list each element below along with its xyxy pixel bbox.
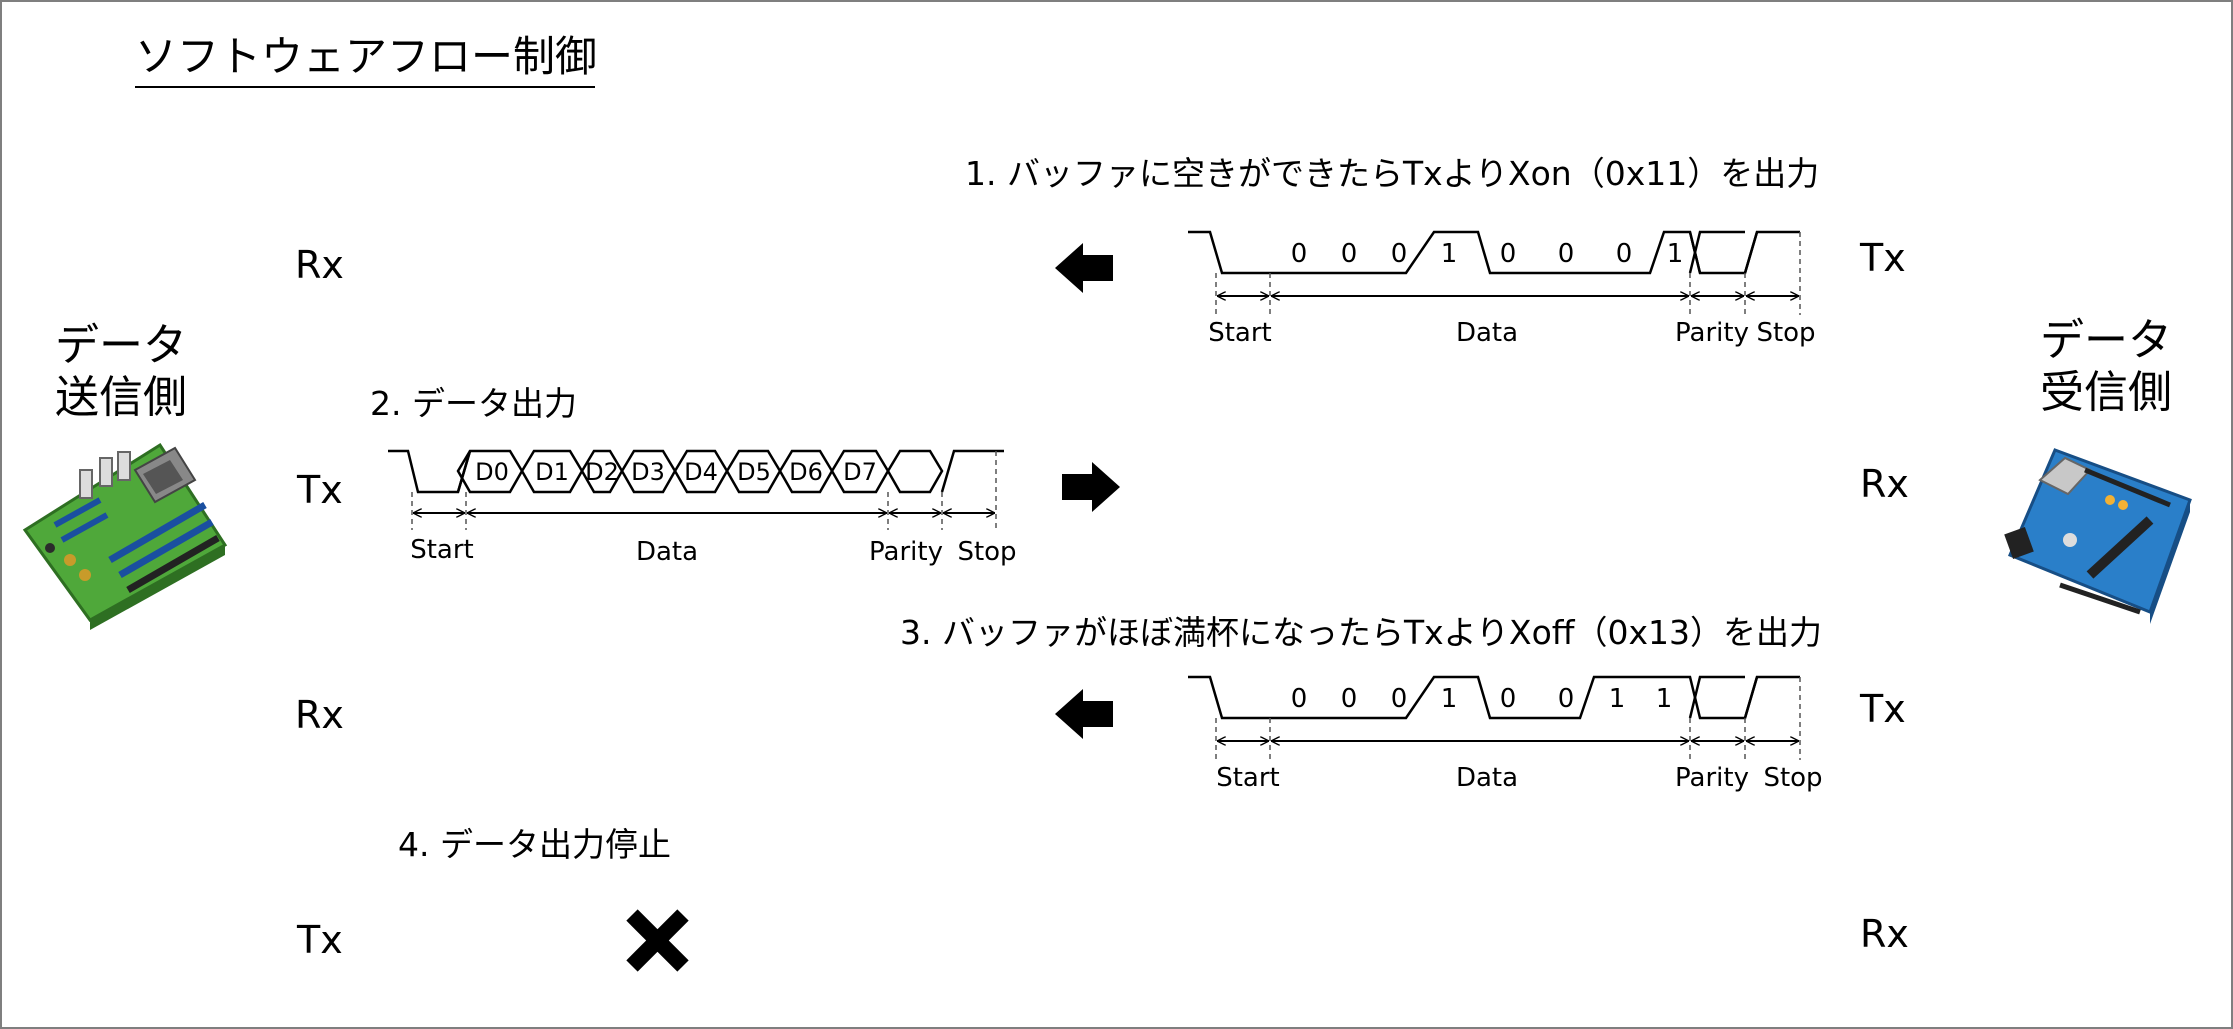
xon-waveform: 0 0 0 1 0 0 0 1 Start Data Parity Stop [1188, 230, 1816, 348]
data-parity-label: Parity [869, 537, 943, 567]
data-bit: D1 [535, 458, 569, 486]
receiver-tx-pin-1: Tx [1859, 236, 1906, 280]
xoff-bit: 0 [1291, 684, 1308, 714]
sender-label-line1: データ [55, 320, 187, 371]
xon-bit: 0 [1391, 239, 1408, 269]
xon-bit: 0 [1558, 239, 1575, 269]
sender-tx-pin-2: Tx [296, 918, 343, 962]
xoff-bit: 0 [1341, 684, 1358, 714]
sender-rx-pin-1: Rx [295, 243, 344, 287]
xoff-bit: 1 [1441, 684, 1458, 714]
data-bit: D6 [789, 458, 823, 486]
xon-start-label: Start [1208, 318, 1272, 348]
step-1-label: 1. バッファに空きができたらTxよりXon（0x11）を出力 [965, 154, 1819, 193]
xon-stop-label: Stop [1756, 318, 1815, 348]
xon-data-label: Data [1456, 318, 1518, 348]
data-start-label: Start [410, 535, 474, 565]
xon-bit: 1 [1667, 239, 1684, 269]
data-bit: D7 [843, 458, 877, 486]
xon-bit: 0 [1500, 239, 1517, 269]
xon-bit: 0 [1291, 239, 1308, 269]
step-3-label: 3. バッファがほぼ満杯になったらTxよりXoff（0x13）を出力 [900, 613, 1822, 652]
xon-bit: 0 [1616, 239, 1633, 269]
receiver-rx-pin-2: Rx [1860, 912, 1909, 956]
data-data-label: Data [636, 537, 698, 567]
xoff-start-label: Start [1216, 763, 1280, 793]
xoff-stop-label: Stop [1763, 763, 1822, 793]
receiver-rx-pin-1: Rx [1860, 462, 1909, 506]
step-2-label: 2. データ出力 [370, 384, 577, 423]
xoff-waveform: 0 0 0 1 0 0 1 1 Start Data Parity Stop [1188, 675, 1823, 793]
sender-label-line2: 送信側 [55, 372, 187, 423]
xoff-bit: 0 [1500, 684, 1517, 714]
step-4-label: 4. データ出力停止 [398, 825, 671, 864]
microcontroller-board-illustration [2004, 448, 2192, 624]
xoff-bit: 1 [1609, 684, 1626, 714]
receiver-label-line1: データ [2040, 315, 2172, 366]
left-arrow-icon [1055, 689, 1113, 739]
cross-icon [626, 909, 689, 972]
page-title: ソフトウェアフロー制御 [135, 32, 597, 81]
right-arrow-icon [1062, 462, 1120, 512]
data-bit: D4 [684, 458, 718, 486]
xoff-data-label: Data [1456, 763, 1518, 793]
data-bit: D0 [475, 458, 509, 486]
receiver-label-line2: 受信側 [2040, 367, 2172, 418]
sender-tx-pin-1: Tx [296, 468, 343, 512]
xoff-bit: 0 [1558, 684, 1575, 714]
sender-rx-pin-2: Rx [295, 693, 344, 737]
receiver-tx-pin-2: Tx [1859, 687, 1906, 731]
data-bit: D3 [631, 458, 665, 486]
motherboard-illustration [22, 442, 228, 630]
xon-parity-label: Parity [1675, 318, 1749, 348]
left-arrow-icon [1055, 243, 1113, 293]
xon-bit: 0 [1341, 239, 1358, 269]
data-stop-label: Stop [957, 537, 1016, 567]
xon-bit: 1 [1441, 239, 1458, 269]
data-bit: D5 [737, 458, 771, 486]
xoff-bit: 0 [1391, 684, 1408, 714]
data-bit: D2 [585, 458, 619, 486]
xoff-bit: 1 [1656, 684, 1673, 714]
data-waveform: D0 D1 D2 D3 D4 D5 D6 D7 Start Data Parit… [388, 449, 1017, 567]
xoff-parity-label: Parity [1675, 763, 1749, 793]
